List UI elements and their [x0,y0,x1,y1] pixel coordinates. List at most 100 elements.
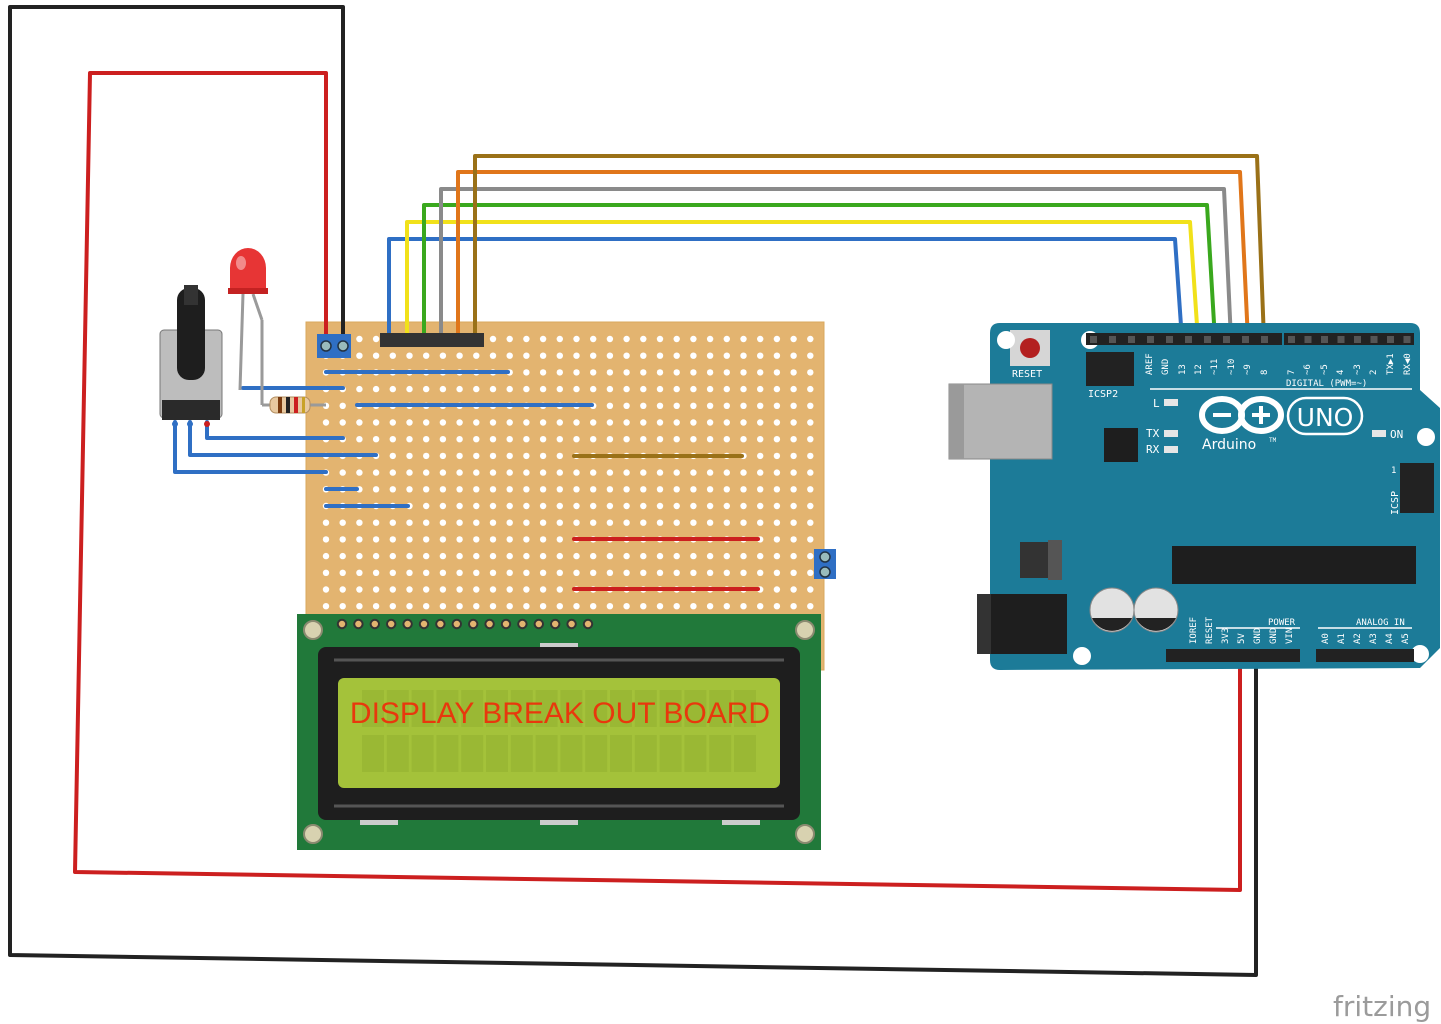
stripboard-hole [372,335,380,343]
stripboard-hole [339,536,346,543]
stripboard-hole [473,552,480,560]
stripboard-hole [623,436,630,443]
stripboard-hole [506,569,513,576]
stripboard-hole [773,369,781,376]
icsp-pin-1: 1 [1391,466,1396,476]
mount-hole [303,620,323,640]
stripboard-hole [523,519,530,526]
stripboard-hole [757,352,764,359]
stripboard-hole [690,436,697,443]
stripboard-hole [723,569,730,576]
lcd-cell [362,735,384,772]
wire-red-5v [73,71,1242,892]
stripboard-hole [523,536,530,543]
stripboard-hole [372,436,380,443]
stripboard-hole [456,603,463,610]
stripboard-hole [556,469,563,476]
lcd-cell [734,690,756,727]
header-pin [1261,336,1268,343]
stripboard-hole [573,552,580,560]
stripboard-hole [640,369,647,376]
stripboard-hole [506,385,513,393]
stripboard-hole [556,603,563,610]
stripboard-hole [389,486,396,493]
stripboard-hole [372,536,380,543]
lcd-cell [510,735,533,772]
stripboard-hole [656,352,664,359]
stripboard-hole [790,452,797,460]
stripboard-hole [706,519,714,526]
pin-label: A5 [1401,633,1411,644]
stripboard-hole [690,552,697,560]
stripboard-hole [322,586,330,593]
stripboard-hole [623,335,630,343]
stripboard-hole [740,569,747,576]
pin-label: A2 [1353,633,1363,644]
stripboard-hole [539,436,547,443]
rx-label: RX [1146,443,1160,456]
stripboard-hole [807,603,814,610]
stripboard-hole [690,385,697,393]
icsp-label: ICSP [1390,491,1401,515]
lcd-cell [411,735,434,772]
stripboard-hole [473,502,480,510]
tx-label: TX [1146,427,1160,440]
lcd-cell [585,735,608,772]
stripboard-hole [389,569,396,576]
stripboard-hole [757,486,764,493]
stripboard-hole [339,402,346,409]
stripboard-hole [573,352,580,359]
usb-connector [948,383,1053,460]
stripboard-hole [757,452,764,460]
stripboard-hole [473,603,480,610]
stripboard-hole [423,536,430,543]
digital-header-2 [1284,333,1414,345]
stripboard-hole [439,385,447,393]
stripboard-holes [322,335,814,610]
stripboard-hole [489,452,497,460]
stripboard-hole [790,385,797,393]
stripboard-hole [506,552,513,560]
stripboard-hole [623,469,630,476]
stripboard-hole [523,419,530,426]
stripboard-hole [473,469,480,476]
stripboard-hole [389,385,396,393]
stripboard-hole [573,436,580,443]
pin-label: ~10 [1227,359,1237,375]
lcd-cell [709,690,732,727]
header-pin [1370,336,1378,343]
stripboard-hole [640,502,647,510]
stripboard-hole [590,335,597,343]
trademark: TM [1269,437,1277,444]
stripboard-hole [673,469,680,476]
stripboard-hole [807,352,814,359]
stripboard-hole [606,469,614,476]
stripboard-hole [523,436,530,443]
stripboard-hole [523,586,530,593]
fritzing-watermark: fritzing [1333,990,1431,1023]
stripboard-hole [640,352,647,359]
stripboard-hole [640,385,647,393]
stripboard-hole [389,603,396,610]
stripboard-hole [439,352,447,359]
stripboard-hole [506,536,513,543]
stripboard-hole [523,502,530,510]
lcd-cell [486,690,508,727]
stripboard-hole [690,352,697,359]
stripboard-hole [439,502,447,510]
stripboard-hole [723,603,730,610]
stripboard-hole [506,352,513,359]
stripboard-hole [807,502,814,510]
stripboard-hole [740,419,747,426]
stripboard-hole [673,603,680,610]
stripboard-hole [473,385,480,393]
stripboard-hole [556,502,563,510]
stripboard-hole [673,436,680,443]
stripboard-hole [573,486,580,493]
stripboard-hole [690,569,697,576]
stripboard-hole [372,469,380,476]
stripboard-hole [723,369,730,376]
stripboard-hole [606,486,614,493]
stripboard-hole [423,586,430,593]
stripboard-hole [322,519,330,526]
